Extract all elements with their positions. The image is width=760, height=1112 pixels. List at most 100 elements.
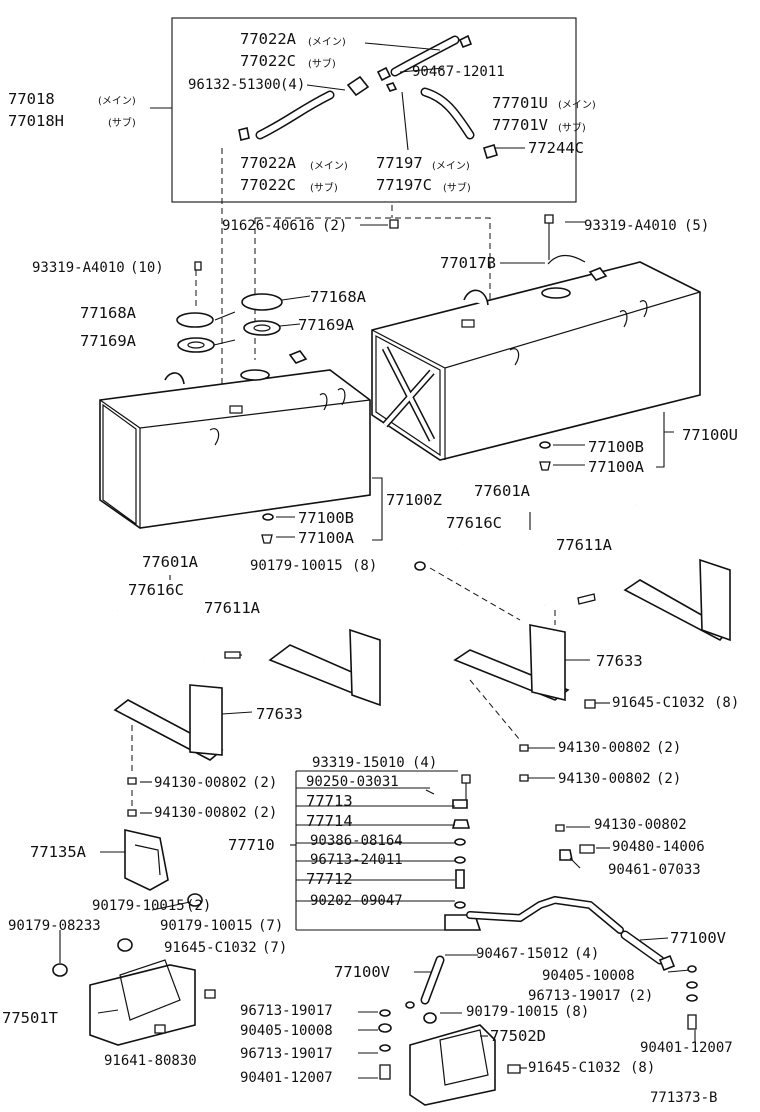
label-77701U: 77701U — [492, 94, 548, 112]
sender-cap-left — [176, 312, 214, 328]
drain-pipe — [420, 824, 698, 1030]
label-77601A-left: 77601A — [142, 553, 199, 571]
label-77713: 77713 — [306, 792, 353, 810]
label-90179-qty8: (8) — [352, 558, 377, 574]
label-94130-left-1-qty: (2) — [252, 775, 277, 791]
label-96713-19017-right-qty: (2) — [628, 988, 653, 1004]
part-number-labels: 77022A (メイン) 77022C (サブ) 96132-51300 (4)… — [2, 30, 739, 1106]
label-77100V-right: 77100V — [670, 929, 726, 947]
sender-cap-right — [241, 293, 283, 311]
label-77100B-right: 77100B — [588, 438, 644, 456]
label-91641-80830: 91641-80830 — [104, 1053, 197, 1069]
label-90179-10015-2-qty: (2) — [186, 898, 211, 914]
label-77135A: 77135A — [30, 843, 87, 861]
label-77168A-right: 77168A — [310, 288, 367, 306]
label-77018H: 77018H — [8, 112, 64, 130]
right-fuel-tank — [371, 254, 701, 461]
label-90405-10008-left: 90405-10008 — [240, 1023, 333, 1039]
label-main-5: (メイン) — [432, 161, 470, 172]
label-77169A-left: 77169A — [80, 332, 137, 350]
label-90179-10015-8: 90179-10015 — [250, 558, 343, 574]
label-77100A-left: 77100A — [298, 529, 355, 547]
label-93319-15010-qty: (4) — [412, 755, 437, 771]
sender-gasket-right — [243, 320, 281, 336]
label-sub-2: (サブ) — [108, 116, 136, 129]
label-90386-08164: 90386-08164 — [310, 833, 403, 849]
label-94130-00802: 94130-00802 — [594, 817, 687, 833]
label-91645-C1032-8b: 91645-C1032 — [528, 1060, 621, 1076]
label-77022A-bottom: 77022A — [240, 154, 297, 172]
label-main-3: (メイン) — [558, 100, 596, 111]
label-93319-qty5: (5) — [684, 218, 709, 234]
label-96713-19017-right: 96713-19017 — [528, 988, 621, 1004]
label-91645-C1032-7: 91645-C1032 — [164, 940, 257, 956]
label-90467-15012: 90467-15012 — [476, 946, 569, 962]
label-96713-19017-b: 96713-19017 — [240, 1046, 333, 1062]
label-77197C: 77197C — [376, 176, 432, 194]
diagram-reference-code: 771373-B — [650, 1090, 717, 1106]
label-93319-qty10: (10) — [130, 260, 164, 276]
label-94130-00802-left-2: 94130-00802 — [154, 805, 247, 821]
sender-gasket-left — [177, 337, 215, 353]
label-77710: 77710 — [228, 836, 275, 854]
label-93319-A4010-5: 93319-A4010 — [584, 218, 677, 234]
label-94130-00802-right-2: 94130-00802 — [558, 771, 651, 787]
drain-valve-assembly — [425, 774, 482, 931]
label-90480-14006: 90480-14006 — [612, 839, 705, 855]
label-91626-qty: (2) — [322, 218, 347, 234]
label-77701V: 77701V — [492, 116, 548, 134]
label-90179-10015-2: 90179-10015 — [92, 898, 185, 914]
label-77100U: 77100U — [682, 426, 738, 444]
label-90179-10015-8b: 90179-10015 — [466, 1004, 559, 1020]
label-91626-40616: 91626-40616 — [222, 218, 315, 234]
label-91645-qty7: (7) — [262, 940, 287, 956]
label-sub-5: (サブ) — [443, 181, 471, 194]
label-77100A-right: 77100A — [588, 458, 645, 476]
right-tank-band-bracket — [414, 502, 731, 709]
drain-plugs — [261, 441, 551, 544]
label-77100Z: 77100Z — [386, 491, 442, 509]
label-91645-qty8b: (8) — [630, 1060, 655, 1076]
label-main-4: (メイン) — [310, 161, 348, 172]
label-90467-12011: 90467-12011 — [412, 64, 505, 80]
label-77244C: 77244C — [528, 139, 584, 157]
label-main-2: (メイン) — [98, 96, 136, 107]
label-90179-10015-7: 90179-10015 — [160, 918, 253, 934]
label-77712: 77712 — [306, 870, 353, 888]
label-77022C-bottom: 77022C — [240, 176, 296, 194]
label-90179-08233: 90179-08233 — [8, 918, 101, 934]
label-77611A-right: 77611A — [556, 536, 613, 554]
label-90467-15012-qty: (4) — [574, 946, 599, 962]
label-sub-3: (サブ) — [558, 121, 586, 134]
label-sub-1: (サブ) — [308, 57, 336, 70]
label-77018: 77018 — [8, 90, 55, 108]
hose-inset-frame — [171, 17, 577, 203]
label-90202-09047: 90202-09047 — [310, 893, 403, 909]
label-77616C-right: 77616C — [446, 514, 502, 532]
label-77502D: 77502D — [490, 1027, 546, 1045]
left-tank-band-bracket — [113, 577, 381, 761]
label-90461-07033: 90461-07033 — [608, 862, 701, 878]
label-90401-12007-right: 90401-12007 — [640, 1040, 733, 1056]
label-77611A-left: 77611A — [204, 599, 261, 617]
label-90179-qty8b: (8) — [564, 1004, 589, 1020]
label-sub-4: (サブ) — [310, 181, 338, 194]
label-77168A-left: 77168A — [80, 304, 137, 322]
label-77100V-left: 77100V — [334, 963, 390, 981]
label-77714: 77714 — [306, 812, 353, 830]
label-77100B-left: 77100B — [298, 509, 354, 527]
label-77501T: 77501T — [2, 1009, 58, 1027]
label-90179-qty7: (7) — [258, 918, 283, 934]
label-90401-12007-left: 90401-12007 — [240, 1070, 333, 1086]
label-93319-A4010-10: 93319-A4010 — [32, 260, 125, 276]
label-90405-10008-right: 90405-10008 — [542, 968, 635, 984]
label-77169A-right: 77169A — [298, 316, 355, 334]
label-94130-00802-right-1: 94130-00802 — [558, 740, 651, 756]
left-lower-brackets — [52, 828, 216, 1046]
label-91645-qty8: (8) — [714, 695, 739, 711]
right-lower-bracket — [378, 1001, 521, 1106]
label-77633-left: 77633 — [256, 705, 303, 723]
label-90250-03031: 90250-03031 — [306, 774, 399, 790]
